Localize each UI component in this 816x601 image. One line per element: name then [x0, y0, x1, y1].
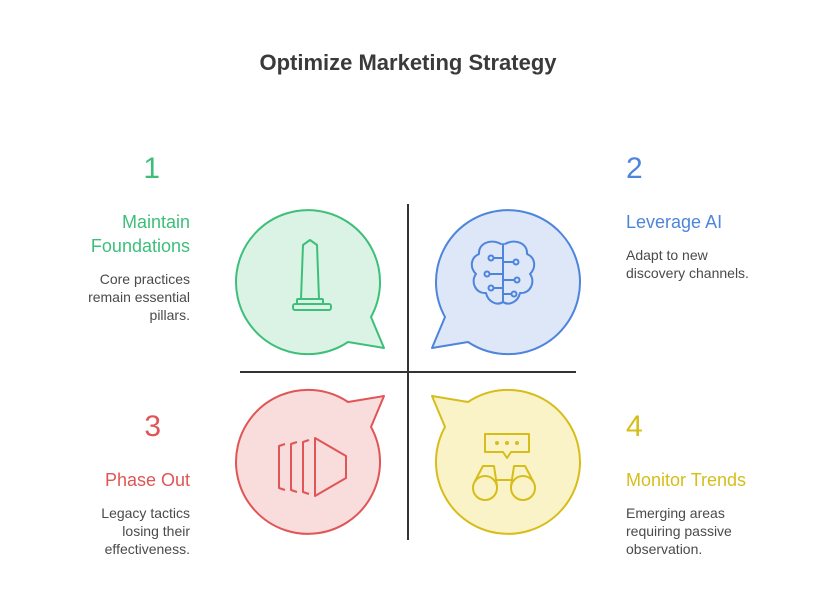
quadrant-1-heading-line: Maintain — [121, 212, 190, 232]
quadrant-4-number: 4 — [626, 410, 643, 443]
quadrant-3-description-line: Legacy tactics — [101, 505, 190, 521]
quadrant-4-description-line: observation. — [626, 541, 703, 557]
quadrant-3-description: Legacy tactics losing their effectivenes… — [10, 504, 190, 558]
quadrant-2-heading-line: Leverage AI — [626, 212, 723, 232]
quadrant-3-bubble — [235, 388, 385, 535]
quadrant-1-description: Core practices remain essential pillars. — [10, 270, 190, 324]
diagram-title: Optimize Marketing Strategy — [259, 50, 557, 75]
quadrant-2-description-line: Adapt to new — [626, 247, 708, 263]
quadrant-3-description-line: effectiveness. — [104, 541, 190, 557]
quadrant-3-number: 3 — [144, 410, 161, 443]
quadrant-1-description-line: pillars. — [149, 307, 190, 323]
quadrant-1-number: 1 — [143, 152, 160, 185]
quadrant-1-heading-line: Foundations — [90, 236, 190, 256]
quadrant-4-heading-line: Monitor Trends — [626, 470, 747, 490]
quadrant-3-description-line: losing their — [122, 523, 190, 539]
quadrant-4-description: Emerging areas requiring passive observa… — [626, 504, 806, 558]
quadrant-4-description-line: requiring passive — [626, 523, 732, 539]
quadrant-1-description-line: Core practices — [99, 271, 190, 287]
quadrant-2-number: 2 — [626, 152, 643, 185]
quadrant-2-bubble — [431, 209, 581, 356]
quadrant-4-bubble — [431, 388, 581, 535]
fading-play-icon — [278, 437, 347, 497]
monument-icon — [292, 239, 332, 311]
quadrant-4-description-line: Emerging areas — [626, 505, 725, 521]
quadrant-2-description: Adapt to new discovery channels. — [626, 246, 806, 282]
quadrant-3-heading: Phase Out — [10, 468, 190, 492]
brain-circuit-icon — [470, 240, 536, 305]
quadrant-1-heading: Maintain Foundations — [10, 210, 190, 258]
quadrant-1-description-line: remain essential — [88, 289, 190, 305]
binoculars-icon — [472, 433, 536, 501]
quadrant-4-heading: Monitor Trends — [626, 468, 806, 492]
quadrant-2-description-line: discovery channels. — [626, 265, 749, 281]
quadrant-3-heading-line: Phase Out — [104, 470, 190, 490]
quadrant-1-bubble — [235, 209, 385, 356]
quadrant-2-heading: Leverage AI — [626, 210, 806, 234]
